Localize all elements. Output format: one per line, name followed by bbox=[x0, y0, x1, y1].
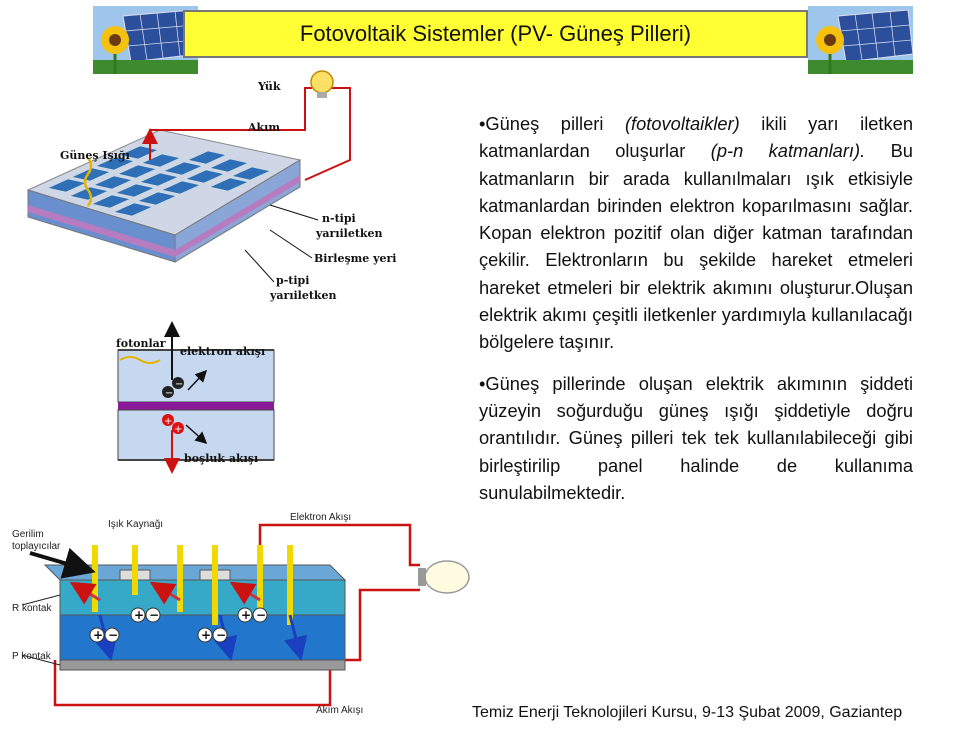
junction-diagram: − − + + fotonlar elektron akışı boşluk a… bbox=[116, 321, 275, 474]
svg-text:−: − bbox=[175, 379, 183, 390]
cell-charges: + − + − + − + − bbox=[89, 607, 268, 643]
sunflower-panel-image-left bbox=[93, 6, 198, 74]
hole-icon: + + bbox=[162, 414, 184, 435]
paragraph-2: •Güneş pillerinde oluşan elektrik akımın… bbox=[479, 372, 913, 503]
label-p-tipi-1: p-tipi bbox=[276, 274, 309, 287]
label-yuk: Yük bbox=[257, 80, 281, 93]
sunlight-ray bbox=[83, 157, 93, 207]
p1-seg-3: (p-n katmanları). bbox=[710, 140, 866, 162]
svg-text:−: − bbox=[108, 628, 118, 642]
n-layer-cell bbox=[59, 579, 346, 616]
label-p-kontak: P kontak bbox=[12, 651, 52, 662]
svg-text:−: − bbox=[216, 628, 226, 642]
pv-diagram: Yük Akım Güneş Işığı n-tipi yarıiletken … bbox=[12, 70, 470, 716]
title-bar: Fotovoltaik Sistemler (PV- Güneş Pilleri… bbox=[183, 10, 808, 58]
svg-text:+: + bbox=[164, 416, 172, 427]
body-text: •Güneş pilleri (fotovoltaikler) ikili ya… bbox=[479, 110, 913, 520]
svg-text:+: + bbox=[201, 628, 211, 642]
paragraph-1: •Güneş pilleri (fotovoltaikler) ikili ya… bbox=[479, 113, 913, 353]
label-gunes-isigi: Güneş Işığı bbox=[60, 149, 130, 162]
sunflower-panel-image-right bbox=[808, 6, 913, 74]
label-bosluk-akisi: boşluk akışı bbox=[184, 452, 258, 465]
label-n-tipi-2: yarıiletken bbox=[315, 227, 383, 240]
circuit-wire-top bbox=[258, 523, 420, 570]
label-isik-kaynagi: Işık Kaynağı bbox=[108, 519, 163, 530]
label-n-kontak: R kontak bbox=[12, 603, 52, 614]
depletion-layer bbox=[118, 402, 274, 410]
svg-text:+: + bbox=[93, 628, 103, 642]
svg-text:+: + bbox=[174, 424, 182, 435]
label-akim: Akım bbox=[247, 121, 280, 134]
svg-text:−: − bbox=[165, 388, 173, 399]
footer: Temiz Enerji Teknolojileri Kursu, 9-13 Ş… bbox=[472, 704, 903, 721]
electron-icon: − − bbox=[162, 377, 184, 399]
label-n-tipi-1: n-tipi bbox=[322, 212, 356, 225]
label-gerilim-1: Gerilim bbox=[12, 529, 44, 540]
bulb-icon bbox=[310, 70, 334, 98]
label-elektron-akisi-bottom: Elektron Akışı bbox=[290, 512, 351, 523]
svg-text:+: + bbox=[134, 608, 144, 622]
label-fotonlar: fotonlar bbox=[116, 337, 166, 350]
label-akim-akisi: Akım Akışı bbox=[316, 705, 363, 716]
cell-top-edge bbox=[43, 564, 347, 581]
p1-seg-2: ikili yarı iletken katmanlardan oluşurla… bbox=[479, 113, 913, 162]
bulb-icon-large bbox=[418, 560, 470, 594]
p1-seg-1: (fotovoltaikler) bbox=[624, 113, 740, 134]
label-elektron-akisi: elektron akışı bbox=[180, 345, 265, 358]
p-contact-plate bbox=[59, 659, 346, 671]
label-p-tipi-2: yarıiletken bbox=[269, 289, 337, 302]
label-birlesme: Birleşme yeri bbox=[314, 252, 396, 265]
page-title: Fotovoltaik Sistemler (PV- Güneş Pilleri… bbox=[299, 21, 692, 46]
svg-text:−: − bbox=[256, 608, 266, 622]
p2-seg-0: Güneş pillerinde oluşan elektrik akımını… bbox=[479, 372, 913, 503]
wire-return bbox=[304, 87, 351, 181]
p1-seg-0: Güneş pilleri bbox=[485, 113, 625, 134]
cell-circuit-diagram: + − + − + − + − Gerilim toplayıcılar Işı… bbox=[12, 512, 470, 716]
svg-text:−: − bbox=[149, 608, 159, 622]
solar-cell-grid bbox=[47, 145, 271, 217]
svg-text:+: + bbox=[241, 608, 251, 622]
p1-seg-4: Bu katmanların bir arada kullanılmaları … bbox=[479, 140, 913, 353]
label-gerilim-2: toplayıcılar bbox=[12, 541, 61, 552]
panel-3d-diagram: Yük Akım Güneş Işığı n-tipi yarıiletken … bbox=[26, 70, 396, 302]
